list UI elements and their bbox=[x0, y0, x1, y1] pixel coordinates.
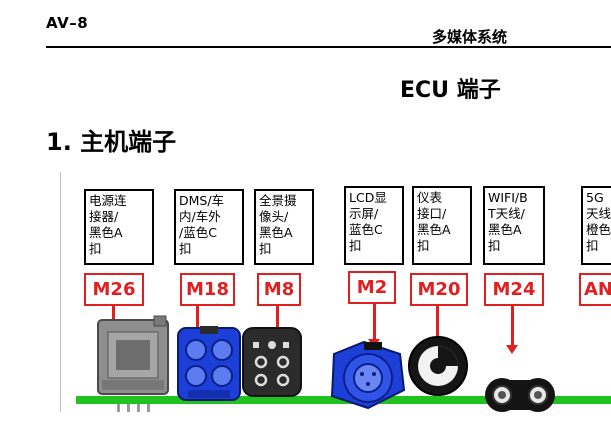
section-title: 1. 主机端子 bbox=[46, 128, 177, 156]
system-name: 多媒体系统 bbox=[432, 28, 508, 46]
camera-connector-image bbox=[242, 327, 302, 397]
figure-border bbox=[60, 172, 61, 412]
connector-code-an: AN bbox=[579, 273, 611, 306]
connector-label-m26: 电源连 接器/ 黑色A 扣 bbox=[84, 189, 154, 265]
cluster-connector-image bbox=[408, 336, 468, 396]
connector-label-m2: LCD显 示屏/ 蓝色C 扣 bbox=[344, 186, 404, 265]
connector-code-m18: M18 bbox=[180, 273, 235, 306]
connector-label-an: 5G 天线 橙色 扣 bbox=[581, 186, 611, 265]
connector-code-m8: M8 bbox=[257, 273, 301, 306]
connector-code-m2: M2 bbox=[348, 271, 396, 304]
connector-label-m18: DMS/车 内/车外 /蓝色C 扣 bbox=[174, 189, 244, 265]
power-connector-image bbox=[97, 315, 169, 395]
connector-code-m24: M24 bbox=[484, 273, 544, 306]
document-code: AV–8 bbox=[46, 14, 89, 32]
dms-connector-image bbox=[177, 326, 241, 401]
connector-code-m20: M20 bbox=[410, 273, 468, 306]
lcd-connector-image bbox=[330, 340, 406, 410]
page-title: ECU 端子 bbox=[400, 78, 501, 103]
arrow-m24 bbox=[506, 306, 518, 354]
connector-label-m8: 全景摄 像头/ 黑色A 扣 bbox=[254, 189, 314, 265]
solder-pins bbox=[117, 404, 150, 412]
wifi-bt-connector-image bbox=[485, 378, 555, 412]
connector-code-m26: M26 bbox=[84, 273, 144, 306]
header-rule bbox=[46, 46, 611, 48]
connector-label-m20: 仪表 接口/ 黑色A 扣 bbox=[412, 186, 472, 265]
connector-label-m24: WIFI/B T天线/ 黑色A 扣 bbox=[483, 186, 545, 265]
